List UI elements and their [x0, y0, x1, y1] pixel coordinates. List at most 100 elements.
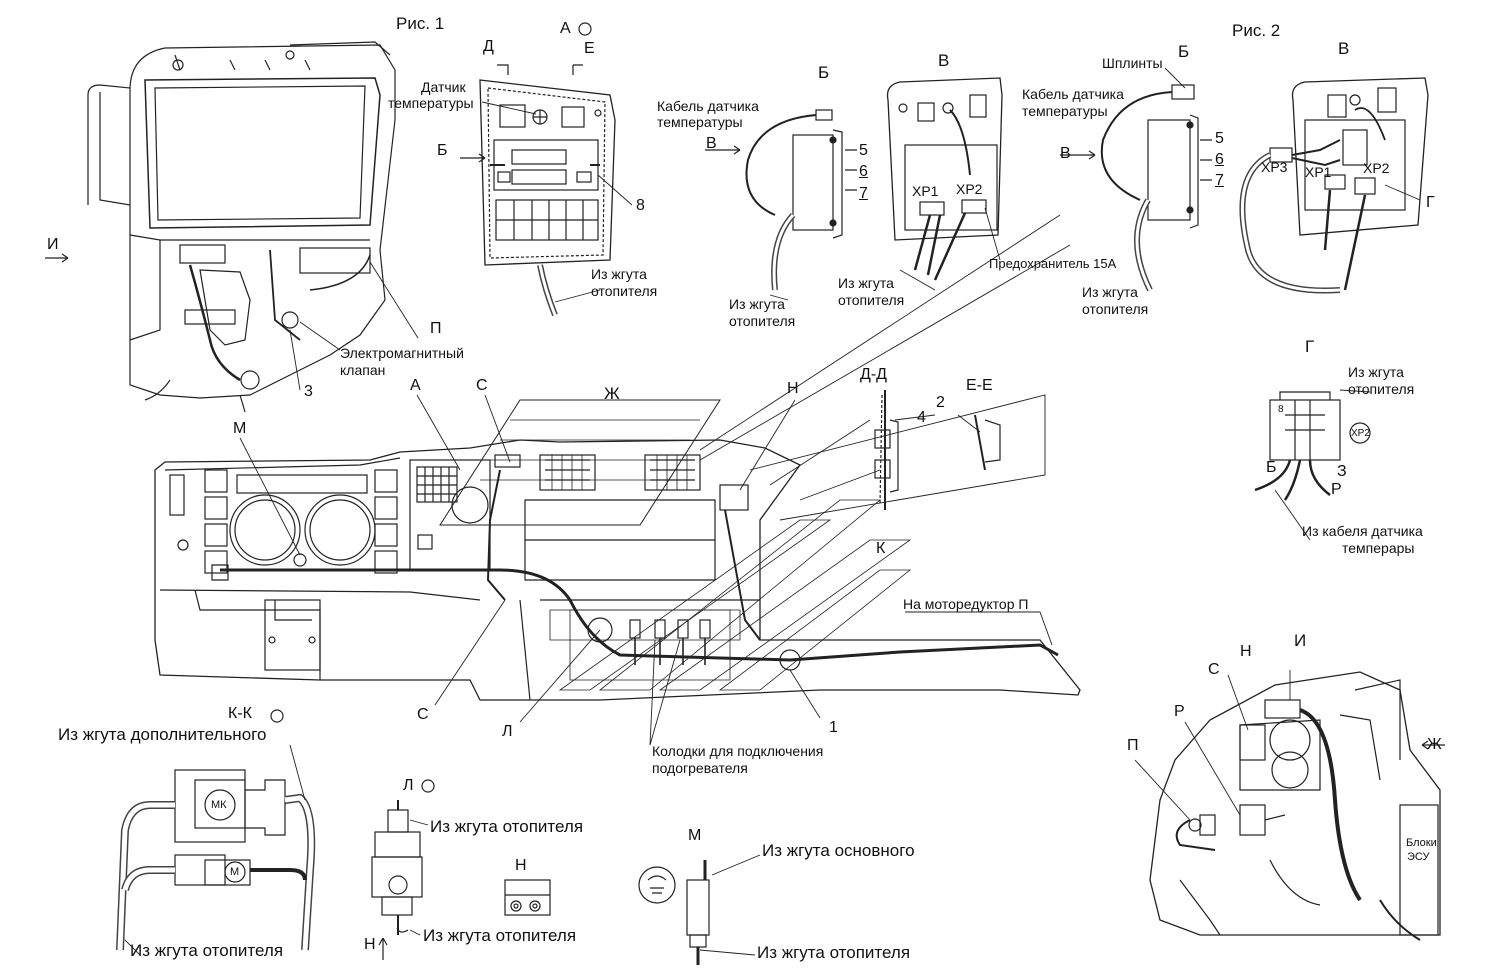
arrow-label-i: И [47, 236, 59, 253]
view-b-cable-line2: температуры [657, 114, 743, 130]
i-title: И [1294, 631, 1307, 650]
section-dd: Д-Д [860, 366, 887, 383]
circle-mark-l [421, 779, 435, 793]
view-g-xp2: XP2 [1351, 428, 1370, 439]
dash-a: А [410, 377, 421, 394]
pads-label-line2: подогревателя [652, 760, 748, 776]
m-main-harness: Из жгута основного [762, 841, 915, 860]
kk-drawing [116, 744, 316, 956]
fig2-b-harness-line2: отопителя [1082, 301, 1149, 317]
view-v-title: В [938, 51, 950, 70]
valve-label-line2: клапан [340, 362, 386, 378]
dash-m: М [233, 420, 247, 437]
view-g-sensor-line1: Из кабеля датчика [1302, 523, 1423, 539]
view-v-xp1: XP1 [912, 183, 939, 199]
dash-l: Л [502, 723, 513, 740]
view-g-harness-line2: отопителя [1348, 381, 1415, 397]
callout-5-right: 5 [1215, 130, 1224, 147]
view-b-harness-line1: Из жгута [729, 296, 785, 312]
fig2-v-xp1: XP1 [1305, 164, 1332, 180]
view-g-title: Г [1305, 337, 1315, 356]
dash-zh: Ж [604, 384, 620, 403]
kk-extra-harness: Из жгута дополнительного [58, 725, 267, 744]
callout-2: 2 [936, 394, 945, 411]
l-view-drawing [371, 800, 429, 960]
cab-drawing [45, 41, 419, 413]
valve-label-line1: Электромагнитный [340, 345, 464, 361]
arrow-label-b: Б [437, 142, 448, 159]
view-b-cable-line1: Кабель датчика [657, 98, 759, 114]
cab-p: П [430, 320, 442, 337]
m-heater-harness: Из жгута отопителя [757, 943, 911, 962]
view-g-pin8: 8 [1278, 404, 1284, 415]
fig2-b-drawing [1060, 67, 1212, 292]
n-view-drawing [504, 879, 551, 916]
view-b-title: Б [818, 63, 830, 82]
figure-title-2: Рис. 2 [1232, 21, 1281, 40]
view-b-drawing [705, 109, 857, 301]
view-v-drawing [886, 77, 1003, 291]
fig2-b-arrow-v: В [1060, 145, 1071, 162]
fuse-label: Предохранитель 15А [989, 256, 1117, 271]
view-v-xp2: XP2 [956, 181, 983, 197]
n-title: Н [515, 857, 527, 874]
l-h: Н [364, 936, 376, 953]
marker-e: Е [584, 40, 595, 57]
kk-m: М [230, 866, 240, 878]
fig2-b-harness-line1: Из жгута [1082, 284, 1138, 300]
circle-mark-a [578, 22, 592, 36]
view-g-b: Б [1266, 459, 1277, 476]
control-panel-drawing [460, 64, 633, 317]
kk-mk: МК [211, 799, 227, 811]
i-c: С [1208, 661, 1220, 678]
view-v-harness-line2: отопителя [838, 292, 905, 308]
section-ee: Е-Е [966, 377, 993, 394]
view-b-harness-line2: отопителя [729, 313, 796, 329]
callout-1: 1 [829, 719, 838, 736]
fig2-v-xp2: XP2 [1363, 160, 1390, 176]
view-g-drawing [1254, 389, 1371, 541]
cab-3: 3 [304, 383, 313, 400]
view-v-harness-line1: Из жгута [838, 275, 894, 291]
motor-label: На моторедуктор П [903, 596, 1029, 612]
callout-5-left: 5 [859, 142, 868, 159]
i-r: Р [1174, 703, 1185, 720]
fig2-b-cable-line1: Кабель датчика [1022, 86, 1124, 102]
callout-4: 4 [917, 409, 926, 426]
fig2-v-title: В [1338, 39, 1350, 58]
i-zh: Ж [1427, 736, 1442, 753]
panel-harness-line2: отопителя [591, 283, 658, 299]
callout-6-right: 6 [1215, 151, 1224, 168]
kk-title: К-К [228, 705, 252, 722]
l-heater-top: Из жгута отопителя [430, 817, 584, 836]
ecu-label-line2: ЭСУ [1407, 851, 1430, 863]
m-title: М [688, 827, 702, 844]
m-view-drawing [638, 854, 761, 965]
callout-7-left: 7 [859, 185, 868, 202]
fig2-v-xp3: XP3 [1261, 159, 1288, 175]
dashboard-drawing [154, 214, 1081, 746]
circle-mark-kk [270, 709, 284, 723]
callout-6-left: 6 [859, 163, 868, 180]
marker-d: Д [483, 38, 494, 55]
fig2-v-g: Г [1426, 194, 1435, 211]
panel-harness-line1: Из жгута [591, 266, 647, 282]
fig2-b-title: Б [1178, 42, 1190, 61]
sensor-label-line2: температуры [388, 95, 474, 111]
i-view-drawing [1134, 670, 1445, 941]
l-title: Л [403, 777, 414, 794]
l-heater-bottom: Из жгута отопителя [423, 926, 577, 945]
view-g-r: Р [1331, 481, 1342, 498]
fig2-b-cable-line2: температуры [1022, 103, 1108, 119]
callout-7-right: 7 [1215, 172, 1224, 189]
sensor-label-line1: Датчик [421, 79, 466, 95]
pins-label: Шплинты [1102, 55, 1163, 71]
callout-8: 8 [636, 197, 645, 214]
view-g-harness-line1: Из жгута [1348, 364, 1404, 380]
dash-n-top: Н [787, 380, 799, 397]
kk-heater-harness: Из жгута отопителя [130, 941, 284, 960]
i-p: П [1127, 737, 1139, 754]
dash-k: К [876, 540, 886, 557]
